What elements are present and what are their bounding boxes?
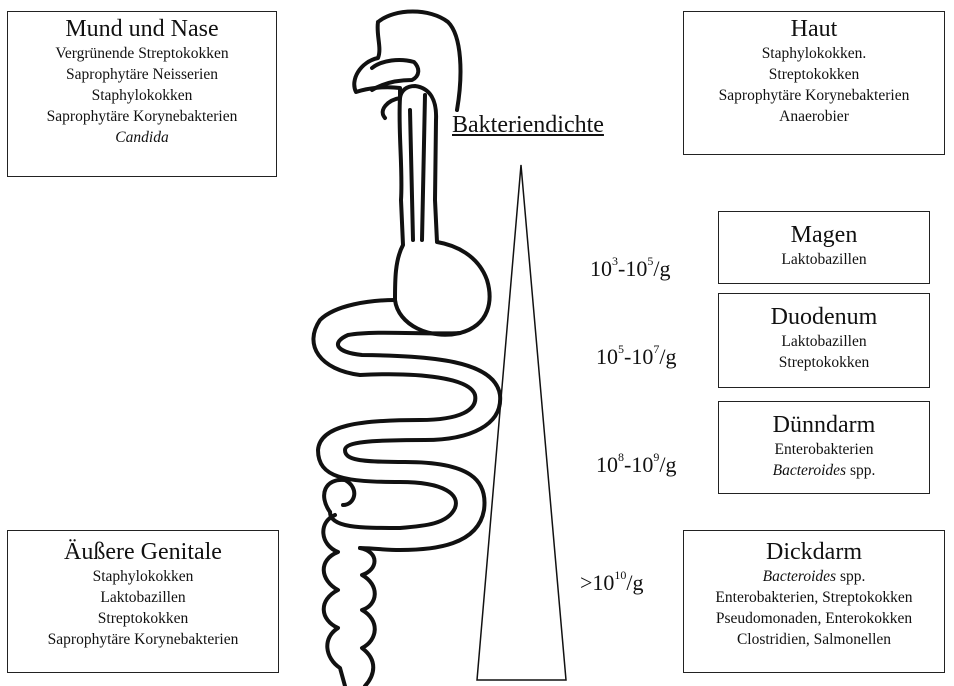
- density-prefix: >: [580, 570, 592, 595]
- box-line-italic: Candida: [8, 127, 276, 148]
- density-base: 10: [590, 256, 612, 281]
- box-line: Anaerobier: [684, 106, 944, 127]
- density-base: 10: [631, 452, 653, 477]
- density-label-duodenum: 105-107/g: [596, 344, 676, 370]
- density-exponent: 9: [653, 450, 659, 464]
- density-exponent: 8: [618, 450, 624, 464]
- box-line: Laktobazillen: [8, 587, 278, 608]
- box-line-species: Bacteroides spp.: [684, 566, 944, 587]
- box-line: Vergrünende Streptokokken: [8, 43, 276, 64]
- species-italic: Bacteroides: [773, 462, 846, 479]
- box-line: Streptokokken: [8, 608, 278, 629]
- density-unit: /g: [626, 570, 643, 595]
- box-line: Saprophytäre Korynebakterien: [8, 629, 278, 650]
- box-line: Enterobakterien: [719, 439, 929, 460]
- head-outline: [354, 12, 460, 119]
- box-line: Saprophytäre Korynebakterien: [8, 106, 276, 127]
- box-line: Staphylokokken: [8, 85, 276, 106]
- box-duenndarm: Dünndarm Enterobakterien Bacteroides spp…: [718, 401, 930, 494]
- box-line-species: Bacteroides spp.: [719, 460, 929, 481]
- box-title: Haut: [684, 16, 944, 43]
- box-line: Streptokokken: [719, 352, 929, 373]
- box-title: Mund und Nase: [8, 16, 276, 43]
- species-suffix: spp.: [846, 462, 875, 479]
- small-intestine-inner: [338, 333, 500, 550]
- density-label-magen: 103-105/g: [590, 256, 670, 282]
- density-unit: /g: [659, 452, 676, 477]
- density-exponent: 5: [647, 254, 653, 268]
- density-exponent: 3: [612, 254, 618, 268]
- esophagus-inner: [410, 95, 425, 240]
- box-line: Laktobazillen: [719, 249, 929, 270]
- box-line: Clostridien, Salmonellen: [684, 629, 944, 650]
- density-base: 10: [592, 570, 614, 595]
- box-dickdarm: Dickdarm Bacteroides spp. Enterobakterie…: [683, 530, 945, 673]
- density-base: 10: [596, 452, 618, 477]
- density-exponent: 7: [653, 342, 659, 356]
- density-heading: Bakteriendichte: [452, 112, 604, 139]
- large-intestine-outline: [323, 480, 374, 686]
- box-title: Magen: [719, 222, 929, 249]
- box-haut: Haut Staphylokokken. Streptokokken Sapro…: [683, 11, 945, 155]
- box-line: Staphylokokken.: [684, 43, 944, 64]
- density-exponent: 10: [614, 568, 626, 582]
- density-base: 10: [596, 344, 618, 369]
- density-unit: /g: [659, 344, 676, 369]
- box-magen: Magen Laktobazillen: [718, 211, 930, 284]
- box-line: Pseudomonaden, Enterokokken: [684, 608, 944, 629]
- box-title: Duodenum: [719, 304, 929, 331]
- box-title: Äußere Genitale: [8, 539, 278, 566]
- box-aeussere-genitale: Äußere Genitale Staphylokokken Laktobazi…: [7, 530, 279, 673]
- box-line: Streptokokken: [684, 64, 944, 85]
- density-base: 10: [625, 256, 647, 281]
- box-line: Saprophytäre Neisserien: [8, 64, 276, 85]
- box-line: Enterobakterien, Streptokokken: [684, 587, 944, 608]
- density-unit: /g: [653, 256, 670, 281]
- box-title: Dickdarm: [684, 539, 944, 566]
- box-line: Staphylokokken: [8, 566, 278, 587]
- species-italic: Bacteroides: [763, 568, 836, 585]
- box-title: Dünndarm: [719, 412, 929, 439]
- density-label-duenndarm: 108-109/g: [596, 452, 676, 478]
- species-suffix: spp.: [836, 568, 865, 585]
- density-label-dickdarm: >1010/g: [580, 570, 644, 596]
- box-line: Laktobazillen: [719, 331, 929, 352]
- density-exponent: 5: [618, 342, 624, 356]
- box-mund-und-nase: Mund und Nase Vergrünende Streptokokken …: [7, 11, 277, 177]
- box-duodenum: Duodenum Laktobazillen Streptokokken: [718, 293, 930, 388]
- box-line: Saprophytäre Korynebakterien: [684, 85, 944, 106]
- density-base: 10: [631, 344, 653, 369]
